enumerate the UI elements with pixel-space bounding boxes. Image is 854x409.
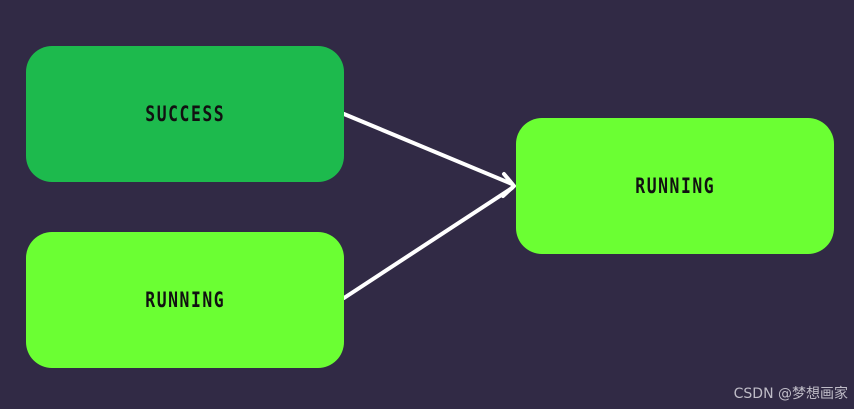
node-label-success: SUCCESS: [145, 102, 225, 126]
arrowhead-icon: [501, 172, 516, 198]
node-running-right: RUNNING: [516, 118, 834, 254]
edge-success-to-running: [342, 112, 514, 186]
node-label-running-left: RUNNING: [145, 288, 225, 312]
node-running-left: RUNNING: [26, 232, 344, 368]
node-label-running-right: RUNNING: [635, 174, 715, 198]
node-success: SUCCESS: [26, 46, 344, 182]
edge-running-to-running: [342, 186, 514, 300]
watermark: CSDN @梦想画家: [733, 386, 848, 402]
